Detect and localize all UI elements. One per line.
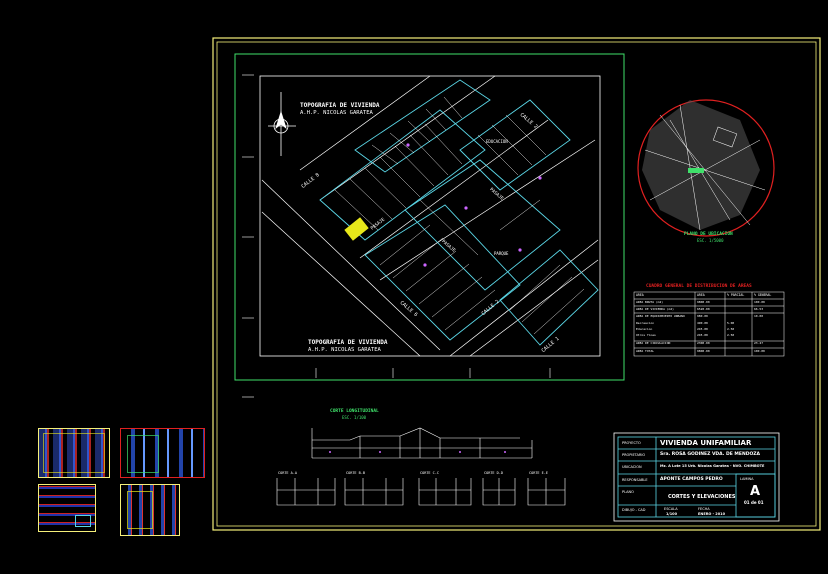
areas-table-cell: AREA DE VIVIENDA (m2) xyxy=(636,307,674,311)
elevation-scale: ESC. 1/100 xyxy=(342,415,367,420)
tb-escala: 1/100 xyxy=(666,512,678,516)
site-plan-title-top: TOPOGRAFIA DE VIVIENDA xyxy=(300,102,380,109)
site-plan-title-bottom: TOPOGRAFIA DE VIVIENDA xyxy=(308,339,388,346)
sheet-thumbnail-plan-1[interactable] xyxy=(38,428,110,478)
site-plan-frame xyxy=(234,53,625,381)
areas-table-cell: AREA DE CIRCULACION xyxy=(636,341,671,345)
section-label: CORTE C-C xyxy=(420,471,439,475)
tb-ubicacion-label: UBICACION xyxy=(622,465,642,469)
areas-table-header: % PARCIAL xyxy=(727,293,745,297)
areas-table-cell: AREA TOTAL xyxy=(636,349,655,353)
location-highlight xyxy=(688,168,704,173)
margin-ticks xyxy=(242,74,551,398)
tb-responsable: APONTE CAMPOS PEDRO xyxy=(660,477,723,482)
section-label: CORTE A-A xyxy=(278,471,297,475)
areas-table-cell: 2300.00 xyxy=(697,341,710,345)
site-plan-subtitle-bottom: A.H.P. NICOLAS GARATEA xyxy=(308,347,381,353)
site-plan-subtitle-top: A.H.P. NICOLAS GARATEA xyxy=(300,110,373,116)
areas-table-cell: 23.47 xyxy=(754,341,764,345)
lot-divisions xyxy=(334,96,585,335)
tb-escala-label: ESCALA xyxy=(664,507,678,511)
elevation-caption: CORTE LONGITUDINAL xyxy=(330,409,379,414)
sheet-thumbnail-plan-3[interactable] xyxy=(38,484,96,532)
sheet-thumbnail-plan-2[interactable] xyxy=(120,428,205,478)
highlighted-lot[interactable] xyxy=(344,217,369,241)
areas-table-cell: 9800.00 xyxy=(697,349,710,353)
sheet-thumbnail-plan-4[interactable] xyxy=(120,484,180,536)
areas-table-cell: 245.00 xyxy=(697,333,708,337)
tb-plano-label: PLANO xyxy=(622,490,634,494)
areas-table-cell: Otros fines xyxy=(636,333,656,337)
tb-propietario: Sra. ROSA GODINEZ VDA. DE MENDOZA xyxy=(660,452,761,457)
areas-table-title: CUADRO GENERAL DE DISTRIBUCION DE AREAS xyxy=(646,284,752,289)
section-label: CORTE B-B xyxy=(346,471,365,475)
areas-table-header: AREA xyxy=(697,293,705,297)
block-label: EDUCACION xyxy=(486,139,508,144)
areas-table-cell: 5.00 xyxy=(727,321,735,325)
areas-table-header: AREA xyxy=(636,293,644,297)
site-markers xyxy=(406,143,542,267)
areas-table-cell: Recreacion xyxy=(636,321,655,325)
location-caption: PLANO DE UBICACION xyxy=(684,232,733,237)
title-block-outer xyxy=(613,432,780,522)
areas-table-cell: 6520.00 xyxy=(697,307,710,311)
areas-table-cell: 9800.00 xyxy=(697,300,710,304)
areas-table: AREA AREA % PARCIAL % GENERAL AREA BRUTA (m2… xyxy=(634,292,784,356)
title-block-frame xyxy=(617,436,776,518)
tb-proyecto: VIVIENDA UNIFAMILIAR xyxy=(660,439,752,447)
location-map[interactable] xyxy=(637,99,775,237)
areas-table-cell: 10.00 xyxy=(754,314,764,318)
tb-propietario-label: PROPIETARIO xyxy=(622,453,646,457)
areas-table-cell: 2.50 xyxy=(727,333,735,337)
areas-table-grid xyxy=(633,291,785,357)
north-arrow-icon xyxy=(268,92,296,156)
tb-responsable-label: RESPONSABLE xyxy=(622,478,648,482)
tb-dibujo-label: DIBUJO - CAD xyxy=(622,508,646,512)
location-scale: ESC. 1/5000 xyxy=(697,238,724,243)
areas-table-cell: Educacion xyxy=(636,327,653,331)
tb-fecha: ENERO - 2010 xyxy=(698,512,726,516)
areas-table-header: % GENERAL xyxy=(754,293,772,297)
sheet-frame-inner xyxy=(216,41,817,527)
lot-blocks xyxy=(319,79,599,346)
sheet-frame-outer xyxy=(212,37,821,531)
tb-lamina-label: LAMINA xyxy=(740,477,754,481)
tb-ubicacion: Mz. A Lote 15 Urb. Nicolas Garatea - NVO… xyxy=(660,464,765,468)
areas-table-cell: 100.00 xyxy=(754,349,765,353)
tb-proyecto-label: PROYECTO xyxy=(622,441,641,445)
elevation-dots xyxy=(329,451,506,453)
areas-table-cell: 245.00 xyxy=(697,327,708,331)
areas-table-cell: 490.00 xyxy=(697,321,708,325)
cross-sections xyxy=(276,478,566,506)
areas-table-cell: AREA BRUTA (m2) xyxy=(636,300,664,304)
tb-lamina-sub: 01 de 01 xyxy=(744,500,764,505)
areas-table-cell: AREA DE EQUIPAMIENTO URBANO xyxy=(636,314,685,318)
areas-table-cell: 66.53 xyxy=(754,307,764,311)
areas-table-cell: 980.00 xyxy=(697,314,708,318)
tb-lamina: A xyxy=(750,484,761,499)
block-label: PARQUE xyxy=(494,251,509,256)
tb-plano: CORTES Y ELEVACIONES xyxy=(668,494,736,500)
areas-table-cell: 100.00 xyxy=(754,300,765,304)
areas-table-cell: 2.50 xyxy=(727,327,735,331)
section-label: CORTE E-E xyxy=(529,471,548,475)
section-label: CORTE D-D xyxy=(484,471,503,475)
site-streets xyxy=(261,75,599,357)
elevation-drawing xyxy=(311,427,533,459)
tb-fecha-label: FECHA xyxy=(698,507,710,511)
